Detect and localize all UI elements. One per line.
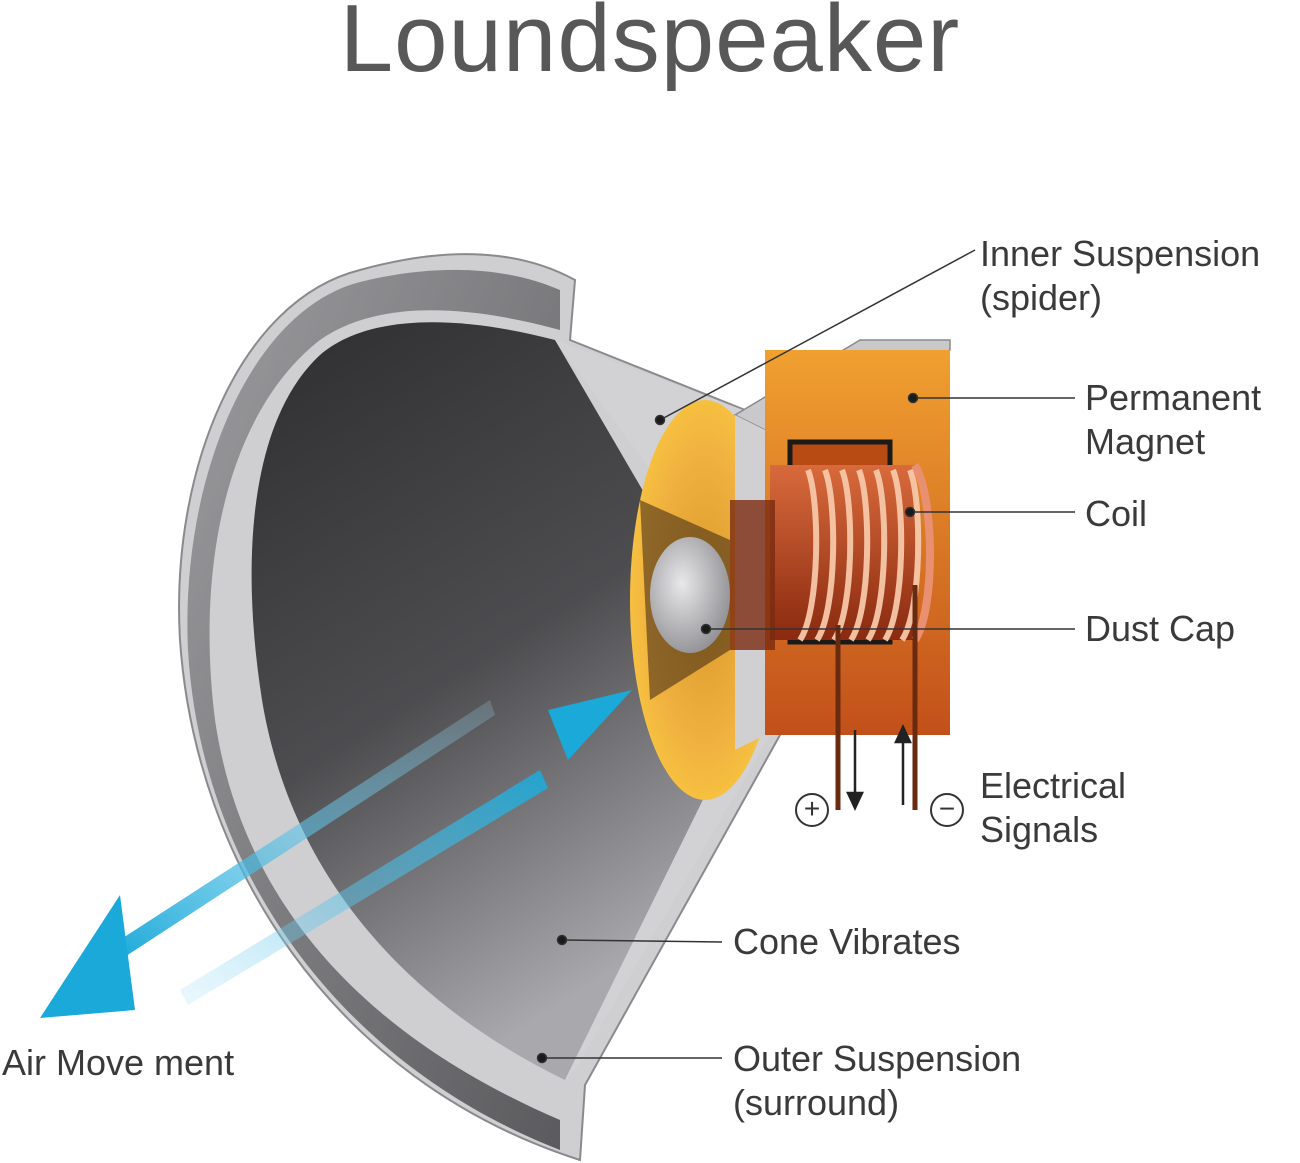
diagram-title: Loundspeaker xyxy=(339,0,961,92)
label-air-movement: Air Move ment xyxy=(2,1042,235,1083)
label-permanent-magnet: Permanent Magnet xyxy=(1085,377,1262,462)
minus-terminal-symbol: − xyxy=(930,793,964,827)
label-cone-vibrates: Cone Vibrates xyxy=(733,921,961,962)
label-coil: Coil xyxy=(1085,493,1148,534)
voice-coil xyxy=(730,463,934,650)
label-inner-suspension: Inner Suspension (spider) xyxy=(980,233,1261,318)
air-movement-arrows xyxy=(40,690,632,1018)
dust-cap xyxy=(650,537,730,653)
label-dust-cap: Dust Cap xyxy=(1085,608,1236,649)
signal-arrows xyxy=(846,724,912,811)
label-outer-suspension: Outer Suspension (surround) xyxy=(733,1038,1022,1123)
leader-lines xyxy=(536,249,1075,1064)
plus-terminal-symbol: + xyxy=(795,793,829,827)
coil-leads xyxy=(835,585,918,810)
label-electrical-signals: Electrical Signals xyxy=(980,765,1127,850)
